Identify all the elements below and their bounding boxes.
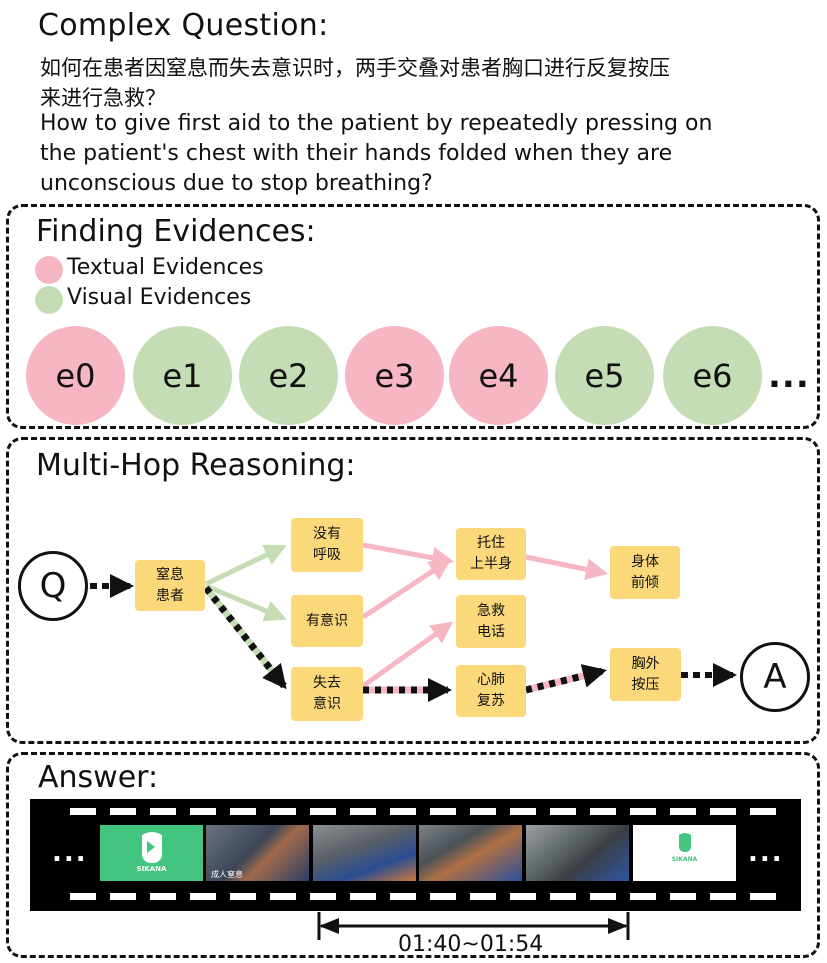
- edge-suffocation-to-unconscious: [203, 585, 287, 690]
- video-frame-3: [313, 825, 416, 881]
- node-unconscious: 失去 意识: [291, 667, 363, 721]
- textual-legend-label: Textual Evidences: [67, 255, 264, 280]
- evidence-panel: [6, 204, 820, 429]
- video-frame-6: SIKANA: [633, 825, 736, 881]
- video-frame-2: 成人窒息: [206, 825, 309, 881]
- filmstrip-ellipsis-left: ...: [52, 838, 88, 868]
- edge-support-to-lean: [525, 554, 608, 581]
- node-emergency-call: 急救 电话: [456, 595, 526, 648]
- edge-suffocation-to-conscious: [205, 583, 287, 622]
- evidence-e4: e4: [449, 326, 548, 425]
- frame-1-caption: SIKANA: [136, 865, 167, 873]
- question-heading: Complex Question:: [38, 8, 329, 43]
- edge-no-breathing-to-support: [362, 542, 454, 569]
- evidence-ellipsis: ...: [768, 356, 810, 396]
- edge-unconscious-to-emergency: [361, 621, 454, 689]
- question-zh-line-1: 如何在患者因窒息而失去意识时，两手交叠对患者胸口进行反复按压: [40, 56, 670, 80]
- evidence-e3: e3: [345, 326, 444, 425]
- question-node: Q: [18, 551, 88, 621]
- question-zh-line-2: 来进行急救？: [40, 86, 166, 110]
- edge-conscious-to-support: [361, 558, 452, 620]
- node-suffocation: 窒息 患者: [135, 560, 205, 611]
- node-chest-compression: 胸外 按压: [610, 648, 681, 701]
- question-en-line-3: unconscious due to stop breathing?: [40, 171, 433, 196]
- evidence-e1: e1: [133, 326, 232, 425]
- node-cpr: 心肺 复苏: [456, 665, 526, 717]
- video-frame-5: [526, 825, 629, 881]
- evidence-e0: e0: [26, 326, 125, 425]
- timespan-label: 01:40~01:54: [398, 932, 544, 957]
- filmstrip-top-perforations: [70, 808, 800, 816]
- edge-suffocation-to-no-breathing: [204, 544, 287, 587]
- answer-panel: [6, 752, 820, 958]
- answer-heading: Answer:: [38, 760, 159, 795]
- evidence-heading: Finding Evidences:: [36, 214, 316, 249]
- visual-legend-label: Visual Evidences: [67, 285, 252, 310]
- edge-cpr-to-compression: [525, 664, 607, 694]
- frame-6-caption: SIKANA: [671, 856, 698, 863]
- answer-node: A: [740, 642, 810, 712]
- hand-logo-icon: [142, 832, 162, 863]
- evidence-e5: e5: [555, 326, 654, 425]
- filmstrip-bottom-perforations: [70, 893, 800, 901]
- evidence-e2: e2: [239, 326, 338, 425]
- reasoning-panel: [6, 437, 820, 744]
- video-frame-1: SIKANA: [100, 825, 203, 881]
- video-frame-4: [419, 825, 522, 881]
- node-support-upper-body: 托住 上半身: [456, 528, 526, 580]
- node-lean-forward: 身体 前倾: [610, 546, 680, 599]
- textual-legend-dot: [35, 256, 63, 284]
- filmstrip-ellipsis-right: ...: [748, 838, 784, 868]
- node-no-breathing: 没有 呼吸: [291, 518, 363, 572]
- end-logo-icon: [679, 833, 691, 852]
- reasoning-heading: Multi-Hop Reasoning:: [36, 448, 356, 483]
- evidence-e6: e6: [663, 326, 762, 425]
- question-en-line-1: How to give first aid to the patient by …: [40, 111, 713, 136]
- node-conscious: 有意识: [291, 595, 363, 647]
- frame-2-caption: 成人窒息: [211, 870, 243, 879]
- question-en-line-2: the patient's chest with their hands fol…: [40, 141, 673, 166]
- visual-legend-dot: [35, 286, 63, 314]
